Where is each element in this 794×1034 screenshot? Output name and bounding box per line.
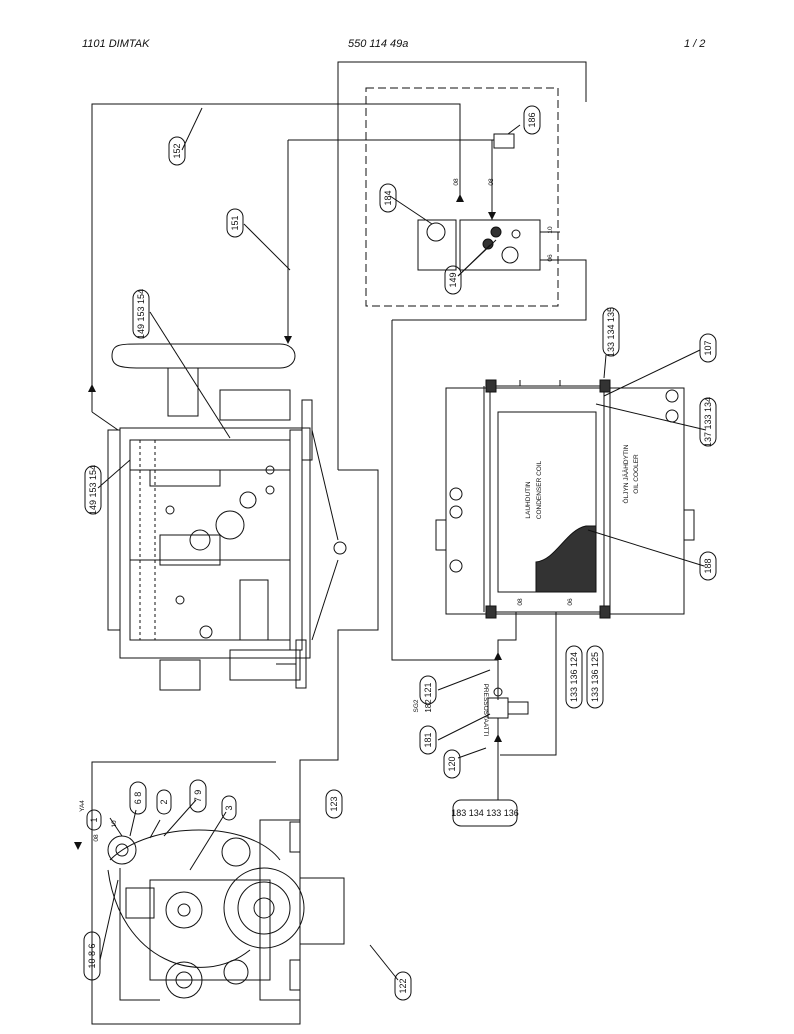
callout-10-8-6: 10 8 6 — [87, 943, 97, 968]
leader-151 — [243, 223, 291, 271]
label-pressostat: PRESSOSTAATTI — [482, 684, 489, 737]
engine-side-view — [107, 343, 347, 691]
leader-149-153-154-left — [97, 459, 131, 489]
callout-1: 1 — [89, 817, 99, 822]
label-d08-a: 08 — [453, 178, 460, 186]
label-oilcooler-en: OIL COOLER — [633, 454, 640, 494]
callout-149: 149 — [448, 272, 458, 287]
callout-123: 123 — [329, 796, 339, 811]
callout-122: 122 — [398, 978, 408, 993]
label-d08-d: 08 — [93, 834, 100, 842]
label-ya4: YA4 — [79, 800, 86, 812]
valve-block — [389, 124, 560, 277]
callout-107: 107 — [703, 340, 713, 355]
callout-137-133-134: 137 133 134 — [703, 397, 713, 447]
label-d10: 10 — [547, 226, 554, 234]
callout-149-153-154-left: 149 153 154 — [88, 465, 98, 515]
condenser-unit — [435, 349, 707, 619]
callout-6-8: 6 8 — [133, 792, 143, 805]
callout-121: 121 — [423, 682, 433, 697]
label-condenser-en: CONDENSER COIL — [536, 460, 543, 519]
label-d06: 06 — [547, 254, 554, 262]
label-oilcooler-fi: ÖLJYN JÄÄHDYTIN — [622, 444, 630, 503]
label-d10-b: 10 — [111, 820, 118, 828]
header-left: 1101 DIMTAK — [82, 38, 150, 50]
callout-182: 182 — [424, 699, 433, 713]
callout-133-134-135: 133 134 135 — [606, 307, 616, 357]
callout-188: 188 — [703, 558, 713, 573]
callout-186: 186 — [527, 112, 537, 127]
callout-7-9: 7 9 — [193, 790, 203, 803]
label-d06-b: 06 — [567, 598, 574, 606]
label-condenser-fi: LAUHDUTIN — [525, 481, 532, 519]
callout-bubbles — [83, 105, 717, 1001]
label-sg2: SG2 — [413, 699, 420, 712]
callout-181: 181 — [423, 732, 433, 747]
callout-133-136-125: 133 136 125 — [590, 652, 600, 702]
callout-120: 120 — [447, 756, 457, 771]
callout-151: 151 — [230, 215, 240, 230]
label-d08-b: 08 — [488, 178, 495, 186]
label-d08-c: 08 — [517, 598, 524, 606]
callout-3: 3 — [224, 805, 234, 810]
header-right: 1 / 2 — [684, 38, 706, 50]
pipe-lines — [91, 61, 587, 1025]
valve-assembly-frame — [365, 87, 559, 307]
pressure-switch — [437, 669, 529, 800]
leader-149-153-154-top — [149, 311, 231, 439]
leader-152 — [181, 107, 203, 151]
callout-152: 152 — [172, 143, 182, 158]
callout-184: 184 — [383, 190, 393, 205]
callout-133-136-124: 133 136 124 — [569, 652, 579, 702]
callout-2: 2 — [159, 799, 169, 804]
header-center: 550 114 49a — [348, 38, 409, 50]
callout-183-134-133-136: 183 134 133 136 — [451, 808, 519, 818]
callout-149-153-154-top: 149 153 154 — [136, 289, 146, 339]
engine-front-view — [99, 799, 345, 1001]
